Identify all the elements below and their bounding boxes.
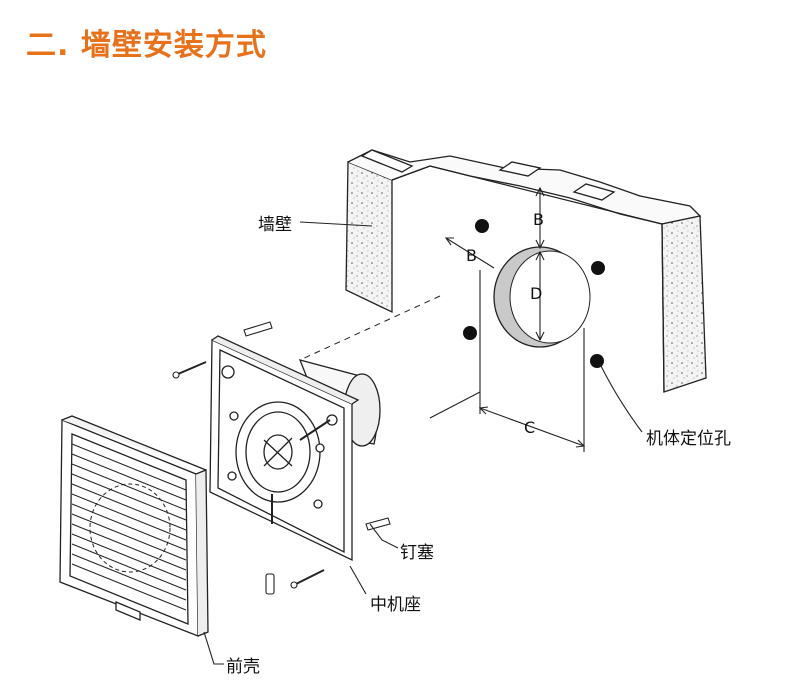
label-positioning-holes: 机体定位孔 [646,429,731,449]
alignment-line [299,295,441,361]
wall [345,149,707,393]
label-front-cover: 前壳 [226,657,260,677]
middle-base [209,335,381,562]
label-wall: 墙壁 [258,215,292,235]
label-middle-base: 中机座 [370,595,421,615]
dim-c: C [524,418,536,437]
dim-b-vertical: B [533,210,544,229]
front-cover [59,415,209,637]
dim-d: D [530,284,543,303]
positioning-holes [463,219,605,368]
dim-b-diagonal: B [466,246,477,265]
page-title: 二. 墙壁安装方式 [26,28,267,63]
dimension-lines [429,186,586,452]
leader-lines [203,221,643,665]
label-wall-plug: 钉塞 [400,543,434,563]
wall-plugs-and-screws [172,321,391,595]
